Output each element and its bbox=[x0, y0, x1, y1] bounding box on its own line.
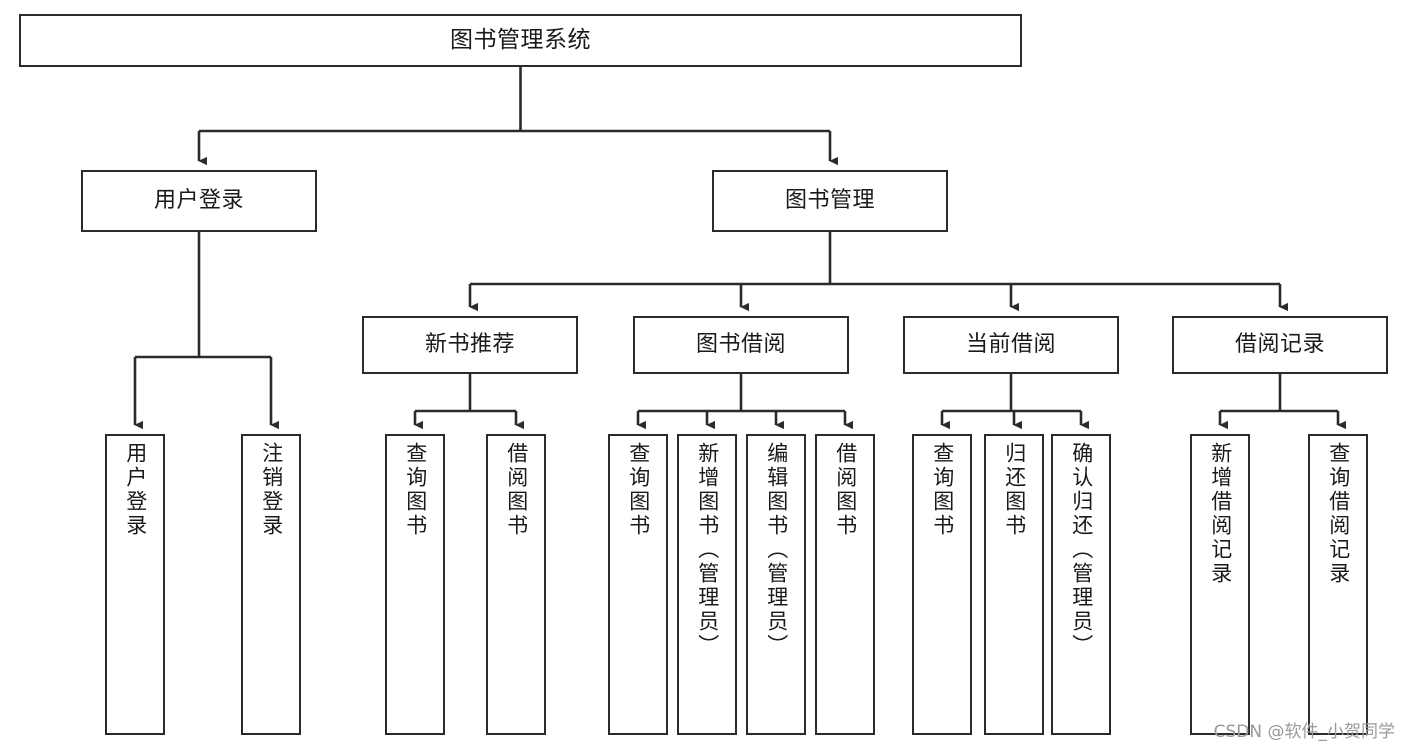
node-l3-e2[interactable]: 查询借阅记录 bbox=[1308, 434, 1368, 735]
node-l3-d1[interactable]: 查询图书 bbox=[912, 434, 972, 735]
node-label: 新增借阅记录 bbox=[1208, 442, 1233, 586]
node-label: 注销登录 bbox=[259, 442, 284, 538]
node-label: 编辑图书（管理员） bbox=[764, 442, 789, 658]
node-l2-borrow[interactable]: 图书借阅 bbox=[633, 316, 849, 374]
node-label: 图书管理系统 bbox=[450, 26, 591, 53]
node-l3-d2[interactable]: 归还图书 bbox=[984, 434, 1044, 735]
node-l3-c4[interactable]: 借阅图书 bbox=[815, 434, 875, 735]
node-label: 新增图书（管理员） bbox=[695, 442, 720, 658]
node-l3-a1[interactable]: 用户登录 bbox=[105, 434, 165, 735]
node-l3-e1[interactable]: 新增借阅记录 bbox=[1190, 434, 1250, 735]
node-root[interactable]: 图书管理系统 bbox=[19, 14, 1022, 67]
watermark: CSDN @软件_小贺同学 bbox=[1213, 722, 1395, 742]
node-l2-newbook[interactable]: 新书推荐 bbox=[362, 316, 578, 374]
node-label: 查询图书 bbox=[930, 442, 955, 538]
node-l3-b2[interactable]: 借阅图书 bbox=[486, 434, 546, 735]
node-label: 用户登录 bbox=[153, 188, 244, 214]
node-l3-c1[interactable]: 查询图书 bbox=[608, 434, 668, 735]
node-label: 借阅图书 bbox=[833, 442, 858, 538]
node-l2-record[interactable]: 借阅记录 bbox=[1172, 316, 1388, 374]
node-l1-login[interactable]: 用户登录 bbox=[81, 170, 317, 232]
node-label: 用户登录 bbox=[123, 442, 148, 538]
node-label: 查询图书 bbox=[403, 442, 428, 538]
node-l3-c2[interactable]: 新增图书（管理员） bbox=[677, 434, 737, 735]
node-label: 查询图书 bbox=[626, 442, 651, 538]
node-label: 当前借阅 bbox=[965, 332, 1056, 358]
node-l3-b1[interactable]: 查询图书 bbox=[385, 434, 445, 735]
node-label: 图书借阅 bbox=[695, 332, 786, 358]
node-l3-c3[interactable]: 编辑图书（管理员） bbox=[746, 434, 806, 735]
node-label: 新书推荐 bbox=[424, 332, 515, 358]
node-l1-bookmgr[interactable]: 图书管理 bbox=[712, 170, 948, 232]
node-label: 借阅记录 bbox=[1234, 332, 1325, 358]
node-l3-a2[interactable]: 注销登录 bbox=[241, 434, 301, 735]
node-label: 查询借阅记录 bbox=[1326, 442, 1351, 586]
node-label: 归还图书 bbox=[1002, 442, 1027, 538]
node-l3-d3[interactable]: 确认归还（管理员） bbox=[1051, 434, 1111, 735]
node-label: 图书管理 bbox=[784, 188, 875, 214]
node-label: 借阅图书 bbox=[504, 442, 529, 538]
node-label: 确认归还（管理员） bbox=[1069, 442, 1094, 658]
node-l2-current[interactable]: 当前借阅 bbox=[903, 316, 1119, 374]
